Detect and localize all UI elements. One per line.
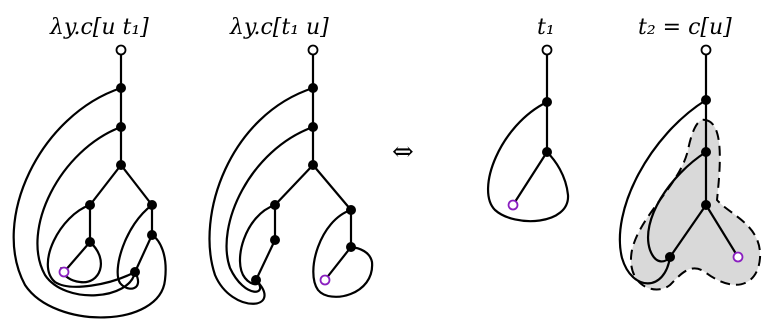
lambda-node: [147, 200, 157, 210]
var-node: [130, 267, 140, 277]
root-node: [115, 44, 127, 56]
diagram-1: λy.c[u t₁]: [12, 15, 167, 319]
context-region: [629, 118, 762, 291]
diagram-4: t₂ = c[u]: [618, 15, 762, 291]
var-node: [251, 275, 261, 285]
app-node: [308, 160, 318, 170]
lambda-node: [116, 122, 126, 132]
lambda-node: [701, 95, 711, 105]
binding-loop-4: [312, 208, 374, 298]
diagram-3: t₁: [486, 15, 570, 223]
lambda-node: [346, 205, 356, 215]
app-node: [116, 160, 126, 170]
diagram-3-label: t₁: [537, 15, 555, 40]
free-variable-node: [732, 251, 744, 263]
lambda-node: [346, 242, 356, 252]
lambda-node: [270, 200, 280, 210]
lambda-node: [308, 122, 318, 132]
lambda-node: [85, 200, 95, 210]
binding-loop-1: [208, 86, 314, 305]
free-variable-node: [319, 274, 331, 286]
binding-loop-5: [116, 204, 153, 290]
binding-loop-3: [238, 203, 276, 286]
diagram-1-label: λy.c[u t₁]: [49, 15, 149, 40]
free-variable-node: [507, 199, 519, 211]
app-node: [270, 235, 280, 245]
free-variable-node: [58, 266, 70, 278]
binding-loop-1: [618, 99, 707, 285]
binding-loop-2: [225, 125, 314, 293]
binding-loop-2: [36, 125, 137, 297]
lambda-node: [542, 147, 552, 157]
root-node: [700, 44, 712, 56]
diagram-2-label: λy.c[t₁ u]: [229, 15, 329, 40]
lambda-node: [85, 237, 95, 247]
lambda-node: [308, 83, 318, 93]
app-node: [147, 230, 157, 240]
lambda-node: [116, 83, 126, 93]
var-node: [665, 252, 675, 262]
root-node: [307, 44, 319, 56]
diagram-4-label: t₂ = c[u]: [638, 15, 732, 40]
app-node: [701, 200, 711, 210]
binding-loop-1: [486, 101, 570, 223]
binding-loop-1: [12, 86, 167, 319]
diagram-2: λy.c[t₁ u]: [208, 15, 374, 305]
root-node: [541, 44, 553, 56]
lambda-node: [701, 147, 711, 157]
binding-loop-2: [647, 151, 707, 263]
binding-loop-3: [46, 203, 136, 288]
lambda-node: [542, 97, 552, 107]
equivalence-symbol: ⇔: [392, 137, 414, 167]
